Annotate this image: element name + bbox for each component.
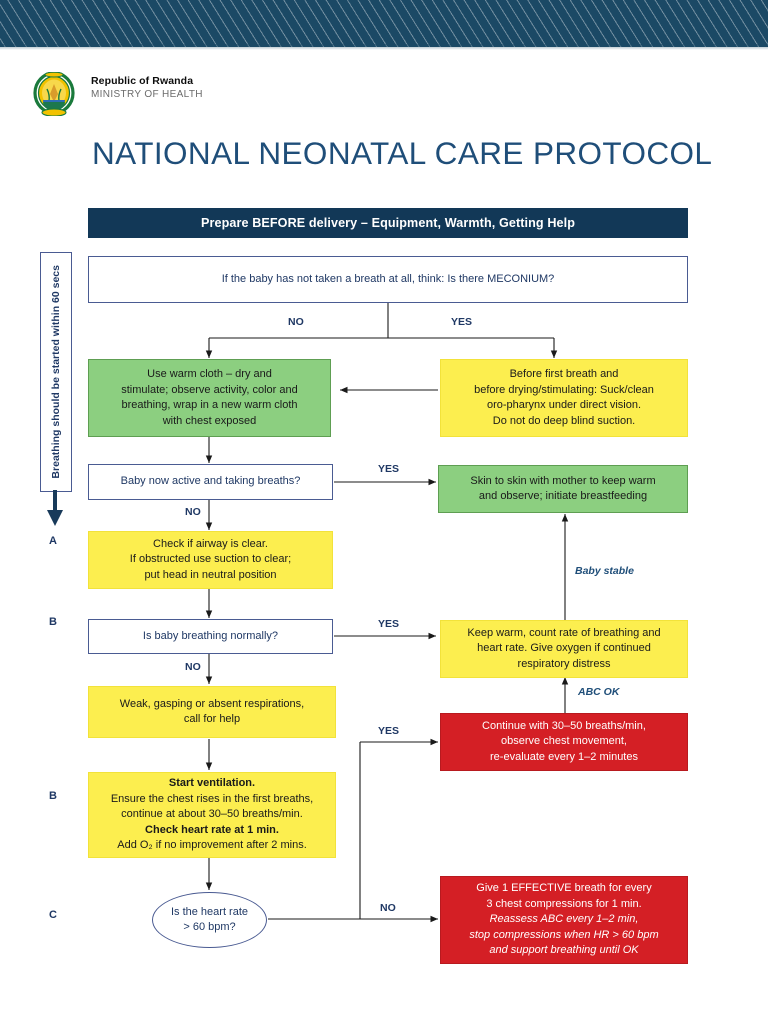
edge-label-yes-breathing: YES [378,618,400,630]
weak-gasping-line-2: call for help [183,713,241,725]
node-chest-compressions[interactable]: Give 1 EFFECTIVE breath for every 3 ches… [440,876,688,964]
node-warm-cloth[interactable]: Use warm cloth – dry and stimulate; obse… [88,359,331,437]
continue-breaths-line-3: re-evaluate every 1–2 minutes [490,750,638,763]
suction-line-3: oro-pharynx under direct vision. [486,399,642,411]
suction-line-4: Do not do deep blind suction. [492,414,636,427]
margin-letter-b1: B [49,616,57,628]
margin-letter-b2: B [49,790,57,802]
node-active-question[interactable]: Baby now active and taking breaths? [88,464,333,500]
node-active-question-text: Baby now active and taking breaths? [120,475,301,488]
start-ventilation-line-3: continue at about 30–50 breaths/min. [121,808,303,821]
keep-warm-line-2: heart rate. Give oxygen if continued [477,642,651,655]
org-department: MINISTRY OF HEALTH [91,89,203,100]
keep-warm-line-1: Keep warm, count rate of breathing and [467,626,661,639]
warm-cloth-line-4: with chest exposed [162,414,257,427]
keep-warm-line-3: respiratory distress [517,657,611,670]
heart-rate-line-2: > 60 bpm? [183,921,236,933]
skin-to-skin-line-2: and observe; initiate breastfeeding [478,490,648,502]
decorative-banner [0,0,768,47]
warm-cloth-line-3: breathing, wrap in a new warm cloth [121,399,298,411]
edge-label-yes-hr: YES [378,725,400,737]
margin-letter-a: A [49,535,57,547]
node-check-airway[interactable]: Check if airway is clear. If obstructed … [88,531,333,589]
node-start-ventilation[interactable]: Start ventilation. Ensure the chest rise… [88,772,336,858]
compressions-line-1: Give 1 EFFECTIVE breath for every [476,882,652,895]
airway-line-3: put head in neutral position [144,568,277,581]
suction-line-1: Before first breath and [509,368,619,380]
heart-rate-line-1: Is the heart rate [170,905,249,918]
edge-label-yes-meconium: YES [451,316,473,328]
edge-label-no-hr: NO [380,902,396,914]
timing-note-text: Breathing should be started within 60 se… [50,265,62,479]
rwanda-coat-of-arms-icon [33,72,75,116]
skin-to-skin-line-1: Skin to skin with mother to keep warm [470,474,656,487]
airway-line-1: Check if airway is clear. [153,537,268,550]
node-breathing-question-text: Is baby breathing normally? [142,629,279,642]
suction-line-2: before drying/stimulating: Suck/clean [474,383,654,396]
edge-label-no-active: NO [185,506,201,518]
margin-letter-c: C [49,909,57,921]
organization-logo-block: Republic of Rwanda MINISTRY OF HEALTH [33,72,263,116]
start-ventilation-line-2: Ensure the chest rises in the first brea… [110,792,314,805]
warm-cloth-line-2: stimulate; observe activity, color and [121,383,298,396]
compressions-line-4: stop compressions when HR > 60 bpm [469,928,659,941]
compressions-line-2: 3 chest compressions for 1 min. [486,897,642,910]
protocol-header-bar: Prepare BEFORE delivery – Equipment, War… [88,208,688,238]
node-breathing-question[interactable]: Is baby breathing normally? [88,619,333,654]
edge-label-abc-ok: ABC OK [578,686,620,698]
node-meconium-question-text: If the baby has not taken a breath at al… [221,272,555,285]
edge-label-baby-stable: Baby stable [575,565,634,577]
start-ventilation-line-5: Add O₂ if no improvement after 2 mins. [117,839,307,852]
compressions-line-5: and support breathing until OK [489,944,639,957]
timing-note-bar: Breathing should be started within 60 se… [40,252,72,492]
start-ventilation-line-4: Check heart rate at 1 min. [145,823,279,836]
org-name: Republic of Rwanda [91,75,194,87]
node-meconium-question[interactable]: If the baby has not taken a breath at al… [88,256,688,303]
node-skin-to-skin[interactable]: Skin to skin with mother to keep warm an… [438,465,688,513]
banner-shadow [0,44,768,50]
node-continue-breaths[interactable]: Continue with 30–50 breaths/min, observe… [440,713,688,771]
warm-cloth-line-1: Use warm cloth – dry and [147,368,272,380]
edge-label-no-breathing: NO [185,661,201,673]
node-heart-rate-question[interactable]: Is the heart rate > 60 bpm? [152,892,267,948]
edge-label-no-meconium: NO [288,316,304,328]
page-title: NATIONAL NEONATAL CARE PROTOCOL [92,135,713,171]
weak-gasping-line-1: Weak, gasping or absent respirations, [119,697,305,710]
continue-breaths-line-2: observe chest movement, [501,735,627,748]
edge-label-yes-active: YES [378,463,400,475]
start-ventilation-line-1: Start ventilation. [168,777,256,790]
airway-line-2: If obstructed use suction to clear; [129,553,292,566]
continue-breaths-line-1: Continue with 30–50 breaths/min, [482,719,646,732]
node-weak-gasping[interactable]: Weak, gasping or absent respirations, ca… [88,686,336,738]
compressions-line-3: Reassess ABC every 1–2 min, [489,913,639,926]
node-keep-warm[interactable]: Keep warm, count rate of breathing and h… [440,620,688,678]
node-suction-before-breath[interactable]: Before first breath and before drying/st… [440,359,688,437]
